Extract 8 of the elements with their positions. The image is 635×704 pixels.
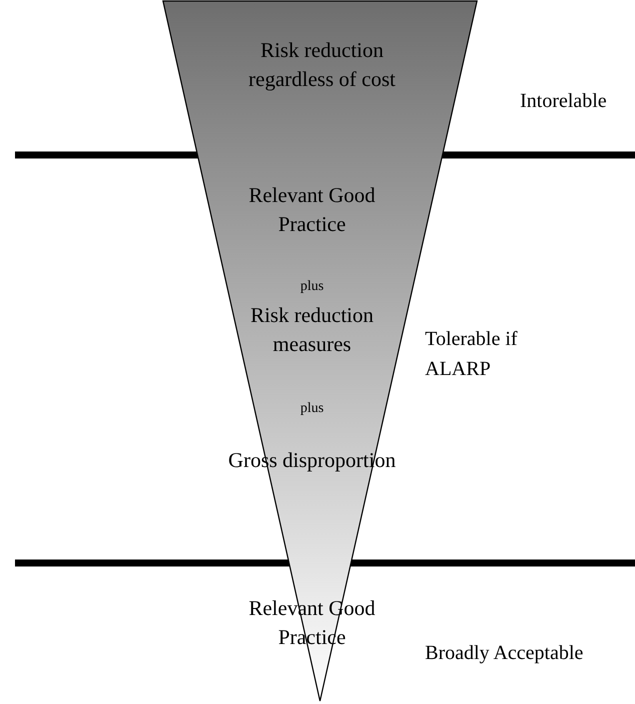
zone-text: Relevant Good Practice (248, 182, 376, 238)
zone-text: plus (299, 400, 325, 418)
region-label: Tolerable if ALARP (425, 327, 518, 382)
region-label: Broadly Acceptable (425, 641, 584, 666)
zone-text: Risk reduction regardless of cost (248, 37, 396, 93)
zone-text: Risk reduction measures (249, 302, 375, 358)
region-label: Intorelable (520, 89, 608, 114)
zone-text: plus (299, 278, 325, 296)
